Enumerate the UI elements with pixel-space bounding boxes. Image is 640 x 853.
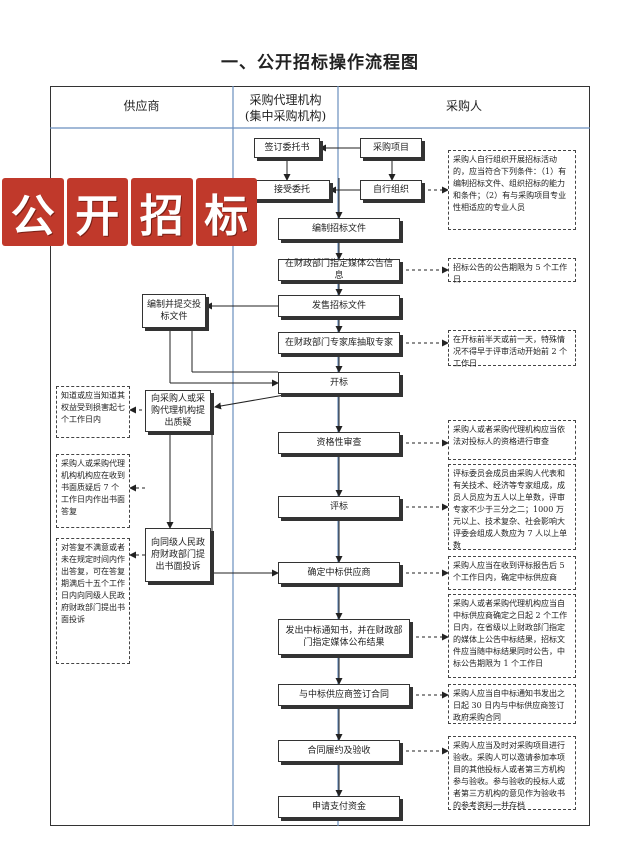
self-organize-box: 自行组织 — [360, 180, 422, 200]
note-announce-period: 招标公告的公告期限为 5 个工作日 — [448, 258, 576, 284]
compile-tender-box: 编制招标文件 — [278, 218, 400, 240]
award-notice-box: 发出中标通知书，并在财政部门指定媒体公布结果 — [278, 619, 410, 655]
note-award-publication: 采购人或者采购代理机构应当自中标供应商确定之日起 2 个工作日内，在省级以上财政… — [448, 594, 576, 678]
stamp-char-4: 标 — [195, 178, 257, 246]
file-complaint-box: 向同级人民政府财政部门提出书面投诉 — [145, 528, 211, 582]
note-complaint-period: 对答复不满意或者未在规定时间内作出答复，可在答复期满后十五个工作日内向同级人民政… — [56, 538, 130, 664]
public-tender-stamp: 公 开 招 标 — [2, 178, 257, 246]
flow-connectors — [166, 144, 396, 797]
confirm-winner-box: 确定中标供应商 — [278, 562, 400, 584]
publish-notice-box: 在财政部门指定媒体公告信息 — [278, 259, 400, 281]
stamp-char-2: 开 — [66, 178, 128, 246]
sell-tender-box: 发售招标文件 — [278, 295, 400, 317]
draw-experts-box: 在财政部门专家库抽取专家 — [278, 332, 400, 354]
note-connectors — [129, 186, 449, 755]
evaluation-box: 评标 — [278, 496, 400, 518]
stamp-char-1: 公 — [2, 178, 64, 246]
note-confirm-winner: 采购人应当在收到评标报告后 5 个工作日内，确定中标供应商 — [448, 556, 576, 590]
note-query-period: 知道或应当知道其权益受到损害起七个工作日内 — [56, 386, 130, 438]
bid-opening-box: 开标 — [278, 372, 400, 394]
page-title: 一、公开招标操作流程图 — [221, 53, 419, 73]
note-evaluation-committee: 评标委员会成员由采购人代表和有关技术、经济等专家组成，成员人员应为五人以上单数，… — [448, 464, 576, 550]
column-header-purchaser: 采购人 — [445, 99, 482, 113]
note-expert-timing: 在开标前半天或前一天，特殊情况不得早于评审活动开始前 2 个工作日 — [448, 330, 576, 368]
note-contract-period: 采购人应当自中标通知书发出之日起 30 日内与中标供应商签订政府采购合同 — [448, 684, 576, 724]
raise-query-box: 向采购人或采购代理机构提出质疑 — [145, 390, 211, 432]
column-header-agency: 采购代理机构 (集中采购机构) — [233, 92, 338, 124]
qualification-review-box: 资格性审查 — [278, 432, 400, 454]
sign-delegation-box: 签订委托书 — [254, 138, 320, 158]
flowchart-frame — [50, 86, 590, 826]
perform-acceptance-box: 合同履约及验收 — [278, 740, 400, 762]
note-acceptance: 采购人应当及时对采购项目进行验收。采购人可以邀请参加本项目的其他投标人或者第三方… — [448, 736, 576, 810]
note-qualification: 采购人或者采购代理机构应当依法对投标人的资格进行审查 — [448, 420, 576, 460]
accept-delegation-box: 接受委托 — [254, 180, 330, 200]
column-header-agency-line2: (集中采购机构) — [244, 109, 327, 123]
apply-payment-box: 申请支付资金 — [278, 796, 400, 818]
column-header-supplier: 供应商 — [123, 99, 160, 113]
note-self-conditions: 采购人自行组织开展招标活动的，应当符合下列条件：（1）有编制招标文件、组织招标的… — [448, 150, 576, 230]
note-reply-period: 采购人或采购代理机构机构应在收到书面质疑后 7 个工作日内作出书面答复 — [56, 454, 130, 528]
column-header-agency-line1: 采购代理机构 — [249, 93, 322, 107]
prepare-bid-box: 编制并提交投标文件 — [142, 294, 206, 328]
stamp-char-3: 招 — [131, 178, 193, 246]
sign-contract-box: 与中标供应商签订合同 — [278, 684, 410, 706]
purchase-project-box: 采购项目 — [360, 138, 422, 158]
